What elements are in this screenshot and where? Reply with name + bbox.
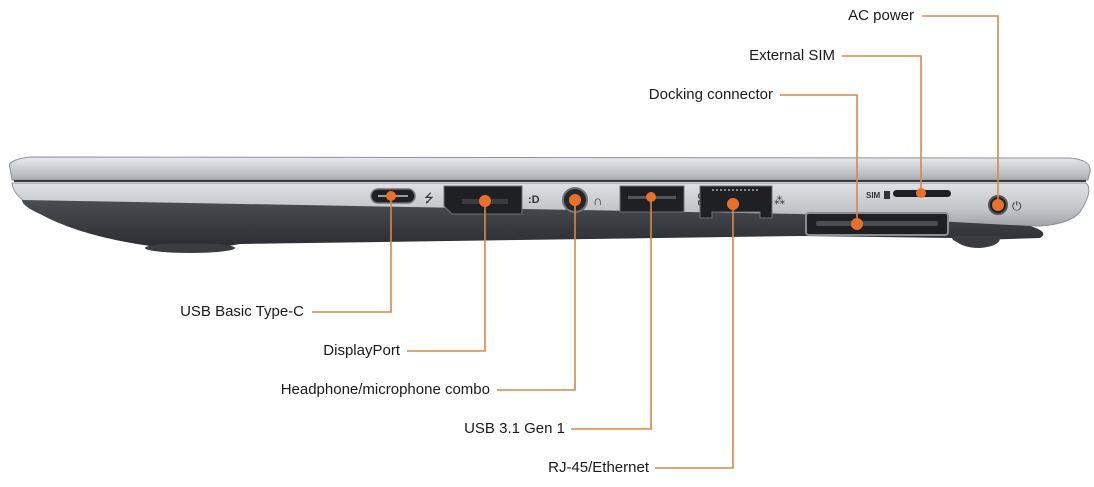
leader-displayport: [407, 201, 486, 352]
leader-headphone: [497, 200, 576, 391]
sim-label: SIM: [866, 191, 881, 200]
power-plug-icon: ⏻: [1012, 199, 1022, 213]
leader-ac-power: [922, 15, 999, 205]
marker-headphone: [569, 194, 581, 206]
leader-lines: [312, 15, 999, 469]
label-rj45: RJ-45/Ethernet: [548, 459, 649, 476]
marker-sim: [916, 188, 926, 198]
marker-usb-3-1: [646, 192, 656, 202]
label-external-sim: External SIM: [749, 47, 835, 64]
marker-ac-power: [992, 199, 1004, 211]
leader-external-sim: [842, 55, 922, 193]
label-headphone-mic: Headphone/microphone combo: [280, 381, 490, 398]
rubber-foot-left: [145, 243, 235, 253]
label-usb-type-c: USB Basic Type-C: [180, 303, 304, 320]
laptop-bottom: [22, 200, 1044, 249]
label-usb-3-1: USB 3.1 Gen 1: [464, 420, 565, 437]
displayport-icon: :D: [528, 194, 540, 206]
leader-rj45: [655, 204, 734, 469]
rubber-foot-right: [952, 236, 1001, 248]
network-icon: ⁂: [774, 195, 785, 207]
label-displayport: DisplayPort: [323, 342, 400, 359]
headphone-icon: ∩: [593, 193, 602, 208]
leader-docking-connector: [780, 94, 858, 224]
port-markers: [386, 188, 1004, 230]
marker-usb-c: [386, 191, 396, 201]
leader-usb-3-1: [571, 197, 652, 430]
marker-docking: [851, 218, 863, 230]
label-docking-connector: Docking connector: [648, 86, 773, 103]
leader-usb-c: [312, 196, 392, 313]
marker-rj45: [727, 198, 739, 210]
label-ac-power: AC power: [848, 7, 914, 24]
usb-icon: ⭍: [424, 191, 434, 205]
laptop-lid: [8, 156, 1091, 181]
marker-displayport: [479, 195, 491, 207]
